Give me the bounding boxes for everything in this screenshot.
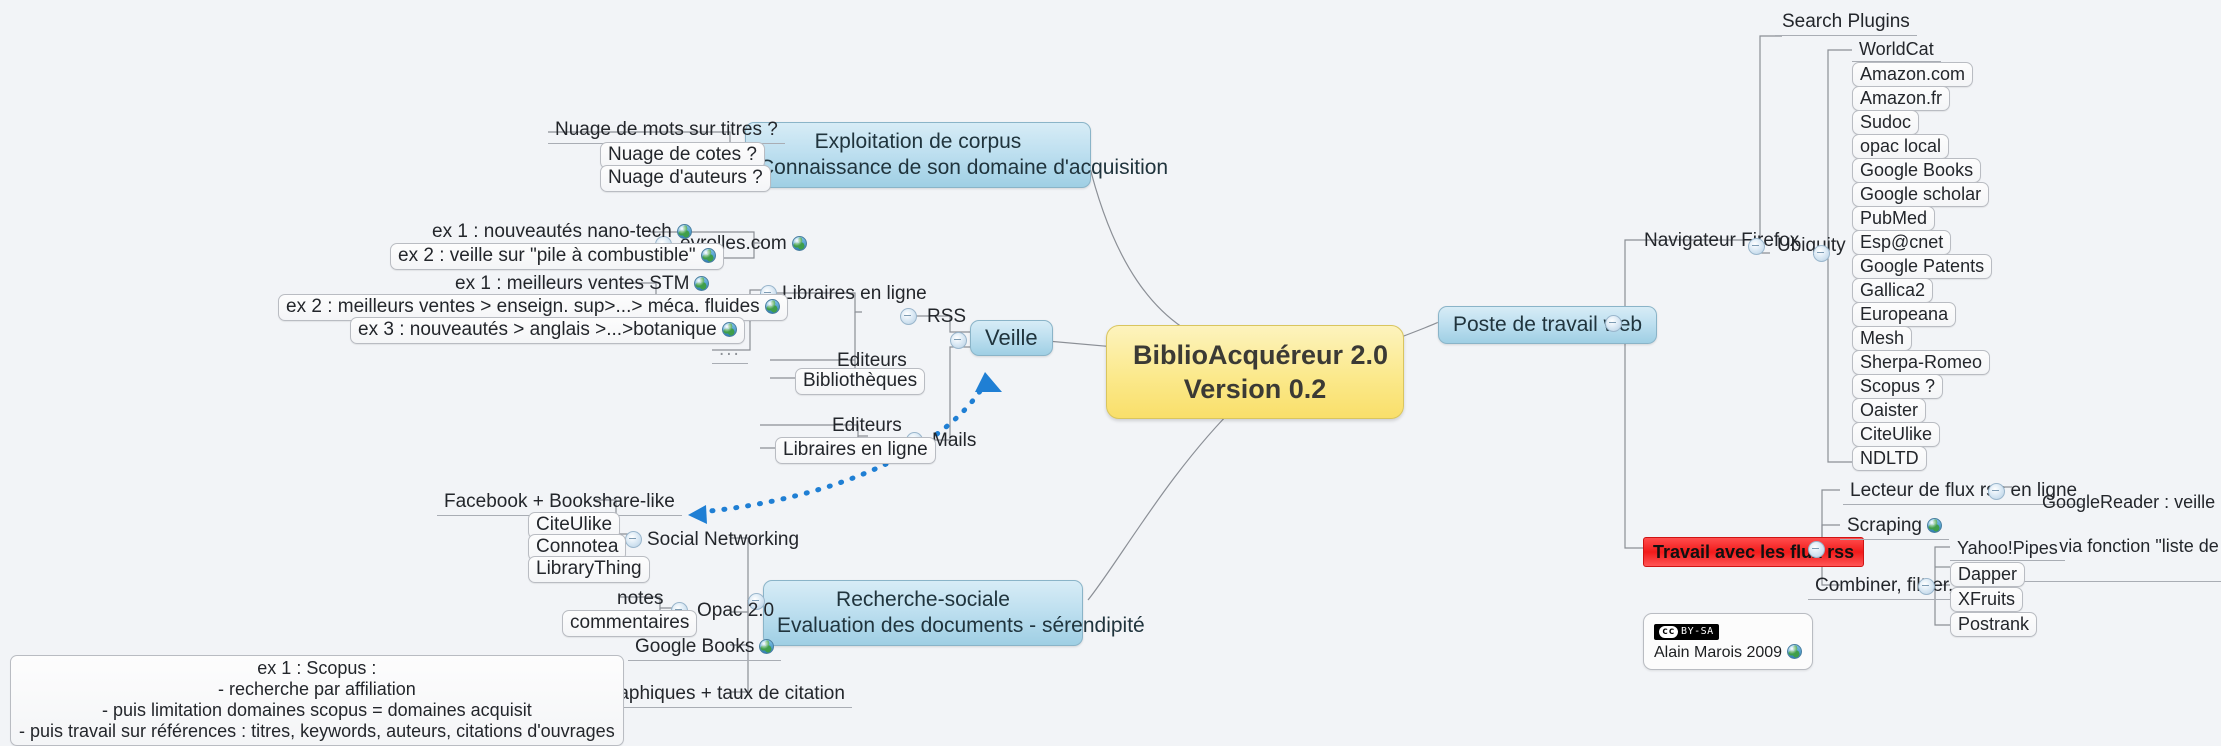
leaf-eyrolles-ex2[interactable]: ex 2 : veille sur "pile à combustible": [390, 243, 724, 270]
leaf-rss[interactable]: RSS: [927, 306, 967, 327]
topic-veille[interactable]: Veille: [970, 320, 1053, 356]
plugin-item-gallica2[interactable]: Gallica2: [1852, 278, 1934, 303]
leaf-lecteur-flux-rss-en-ligne[interactable]: Lecteur de flux rss en ligne: [1843, 479, 2085, 505]
leaf-search-plugins[interactable]: Search Plugins: [1775, 10, 1917, 36]
leaf-amazon-ex3-label: ex 3 : nouveautés > anglais >...>botaniq…: [358, 319, 717, 340]
leaf-scraping[interactable]: Scraping: [1840, 514, 1949, 540]
globe-icon: [1927, 518, 1942, 533]
leaf-rss-bibliotheques[interactable]: Bibliothèques: [795, 368, 926, 395]
combiner-tool-yahoo-pipes[interactable]: Yahoo!Pipes: [1950, 537, 2065, 561]
collapse-handle-ubiquity[interactable]: [1813, 245, 1830, 262]
collapse-handle-rss[interactable]: [900, 308, 917, 325]
globe-icon: [700, 248, 716, 263]
plugin-item-esp-cnet[interactable]: Esp@cnet: [1852, 230, 1952, 255]
leaf-libraires-ellipsis[interactable]: ...: [712, 338, 748, 364]
plugin-item-sherpa-romeo[interactable]: Sherpa-Romeo: [1852, 350, 1991, 375]
recherche-sociale-line2: Evaluation des documents - sérendipité: [777, 614, 1145, 637]
note-googlereader[interactable]: GoogleReader : veille partagée via fonct…: [2015, 468, 2221, 582]
plugin-item-google-scholar[interactable]: Google scholar: [1852, 182, 1990, 207]
plugin-item-ndltd[interactable]: NDLTD: [1852, 446, 1927, 471]
plugin-item-sudoc[interactable]: Sudoc: [1852, 110, 1920, 135]
globe-icon: [791, 236, 807, 251]
leaf-mails[interactable]: Mails: [932, 430, 977, 451]
node-travail-avec-les-flux-rss[interactable]: Travail avec les flux rss: [1643, 537, 1865, 567]
leaf-nuage-cotes[interactable]: Nuage de cotes ?: [600, 142, 765, 169]
combiner-tool-xfruits[interactable]: XFruits: [1950, 587, 2024, 612]
central-topic[interactable]: BiblioAcquéreur 2.0 Version 0.2: [1106, 325, 1404, 419]
leaf-ubiquity[interactable]: Ubiquity: [1777, 235, 1846, 256]
plugin-item-mesh[interactable]: Mesh: [1852, 326, 1913, 351]
leaf-nuage-mots-titres[interactable]: Nuage de mots sur titres ?: [548, 118, 785, 144]
combiner-tool-postrank[interactable]: Postrank: [1950, 612, 2038, 637]
leaf-google-books-label: Google Books: [635, 636, 755, 657]
topic-recherche-sociale[interactable]: Recherche-sociale Evaluation des documen…: [763, 580, 1145, 646]
leaf-nuage-auteurs[interactable]: Nuage d'auteurs ?: [600, 165, 771, 192]
collapse-handle-navigateur-firefox[interactable]: [1748, 238, 1765, 255]
globe-icon: [764, 299, 780, 314]
leaf-librarything[interactable]: LibraryThing: [528, 556, 650, 583]
plugin-item-worldcat[interactable]: WorldCat: [1852, 38, 1941, 62]
topic-exploitation-corpus[interactable]: Exploitation de corpus Connaissance de s…: [745, 122, 1169, 188]
exploitation-corpus-line2: Connaissance de son domaine d'acquisitio…: [759, 156, 1169, 179]
globe-icon: [694, 276, 710, 291]
globe-icon: [759, 639, 775, 654]
recherche-sociale-line1: Recherche-sociale: [836, 588, 1010, 611]
note-googlereader-line1: GoogleReader : veille partagée: [2042, 492, 2221, 512]
leaf-opac-20[interactable]: Opac 2.0: [697, 600, 775, 621]
plugin-item-oaister[interactable]: Oaister: [1852, 398, 1927, 423]
plugin-item-google-books[interactable]: Google Books: [1852, 158, 1982, 183]
combiner-tool-dapper[interactable]: Dapper: [1950, 562, 2026, 587]
note-googlereader-line2: via fonction "liste de partage": [2059, 536, 2219, 556]
leaf-amazon-ex2-label: ex 2 : meilleurs ventes > enseign. sup>.…: [286, 296, 760, 317]
note-scopus-detail[interactable]: ex 1 : Scopus : - recherche par affiliat…: [10, 655, 624, 746]
plugin-item-pubmed[interactable]: PubMed: [1852, 206, 1936, 231]
leaf-amazon-ex1-label: ex 1 : meilleurs ventes STM: [455, 273, 690, 294]
leaf-social-networking[interactable]: Social Networking: [647, 529, 800, 550]
leaf-rss-libraires-en-ligne[interactable]: Libraires en ligne: [782, 283, 927, 304]
central-title-line1: BiblioAcquéreur 2.0: [1133, 340, 1389, 370]
collapse-handle-recherche-sociale[interactable]: [748, 593, 765, 610]
topic-poste-de-travail-web[interactable]: Poste de travail web: [1438, 306, 1658, 344]
plugin-item-google-patents[interactable]: Google Patents: [1852, 254, 1993, 279]
cc-badge-text: BY-SA: [1681, 626, 1714, 637]
plugin-item-amazon-fr[interactable]: Amazon.fr: [1852, 86, 1951, 111]
collapse-handle-social-networking[interactable]: [625, 531, 642, 548]
collapse-handle-veille[interactable]: [950, 332, 967, 349]
cc-mark-icon: cc: [1659, 626, 1679, 638]
plugin-item-opac-local[interactable]: opac local: [1852, 134, 1950, 159]
plugin-item-europeana[interactable]: Europeana: [1852, 302, 1957, 327]
leaf-mails-libraires-en-ligne[interactable]: Libraires en ligne: [775, 437, 936, 464]
leaf-google-books[interactable]: Google Books: [628, 635, 782, 661]
plugin-item-amazon-com[interactable]: Amazon.com: [1852, 62, 1974, 87]
leaf-eyrolles-ex2-label: ex 2 : veille sur "pile à combustible": [398, 245, 696, 266]
leaf-scraping-label: Scraping: [1847, 515, 1922, 536]
central-title-line2: Version 0.2: [1183, 374, 1327, 404]
globe-icon: [676, 224, 692, 239]
plugin-item-citeulike[interactable]: CiteUlike: [1852, 422, 1941, 447]
collapse-handle-lecteur-flux-rss[interactable]: [1988, 483, 2005, 500]
collapse-handle-combiner-filtrer[interactable]: [1918, 578, 1935, 595]
leaf-eyrolles-ex1-label: ex 1 : nouveautés nano-tech: [432, 221, 672, 242]
collapse-handle-flux-rss[interactable]: [1808, 541, 1825, 558]
licence-author-label: Alain Marois 2009: [1654, 644, 1783, 661]
plugin-item-scopus[interactable]: Scopus ?: [1852, 374, 1944, 399]
exploitation-corpus-line1: Exploitation de corpus: [814, 130, 1022, 153]
collapse-handle-poste-de-travail[interactable]: [1605, 315, 1622, 332]
globe-icon: [1787, 644, 1803, 659]
globe-icon: [721, 322, 737, 337]
leaf-opac-commentaires[interactable]: commentaires: [562, 610, 698, 637]
leaf-amazon-ex3[interactable]: ex 3 : nouveautés > anglais >...>botaniq…: [350, 317, 745, 344]
licence-author: Alain Marois 2009: [1654, 643, 1803, 663]
